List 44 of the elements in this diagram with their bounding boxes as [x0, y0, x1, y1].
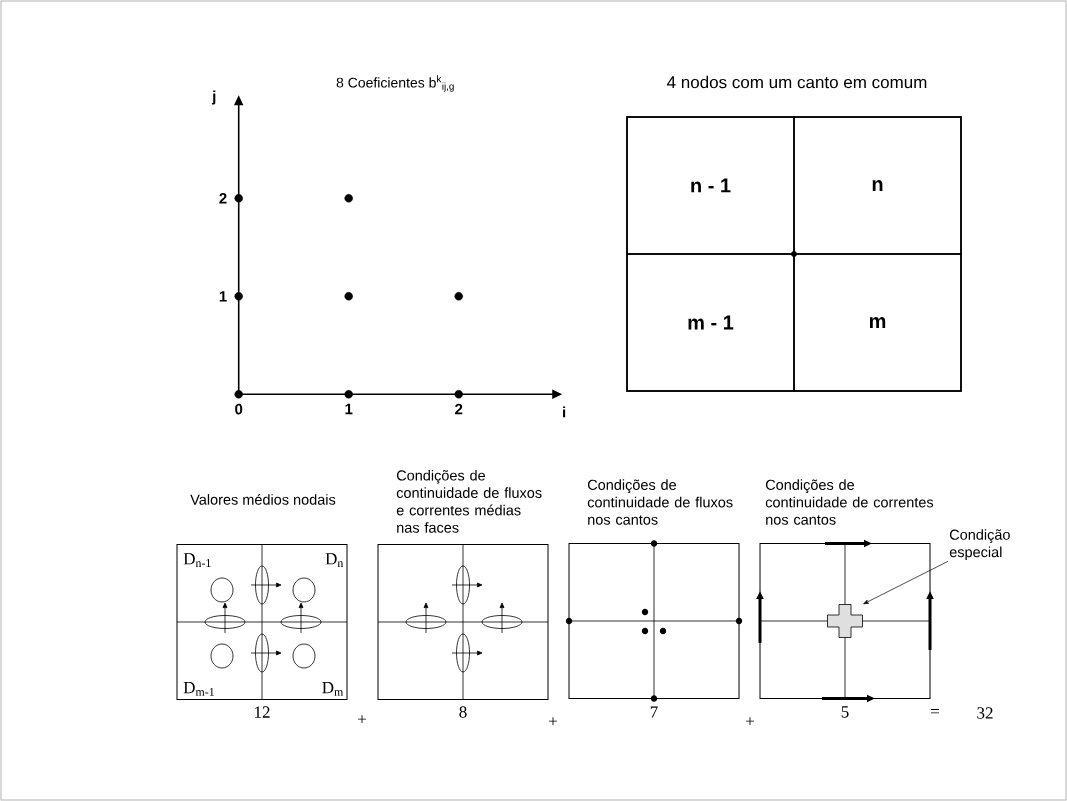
grid-panel — [377, 469, 549, 700]
x-tick-label: 0 — [235, 403, 243, 415]
point — [344, 194, 353, 203]
point — [454, 292, 463, 301]
region-label: D$_{n}$ — [325, 553, 344, 567]
x-tick-label: 2 — [455, 403, 463, 415]
grid-cell: n - 1 — [626, 116, 795, 255]
grid-cell: m - 1 — [626, 253, 795, 392]
region-label: D$_{n-1}$ — [183, 553, 211, 567]
panel-heading: Condições de continuidade de fluxos nos cantos — [587, 479, 733, 525]
grid-cell: n — [793, 116, 962, 255]
equation-sign: + — [746, 717, 754, 726]
callout-text: Condição especial — [949, 529, 1010, 561]
x-tick-label: 1 — [345, 403, 353, 415]
equation-sign: + — [358, 715, 366, 724]
count-number: 7 — [650, 706, 658, 718]
chart-title: 8 Coeficientes b$^{k}$ij,g — [336, 75, 454, 92]
cross-symbol — [827, 604, 863, 638]
point — [234, 292, 243, 301]
point — [234, 390, 243, 399]
count-number: 8 — [459, 706, 467, 718]
scatter-chart: 0 1 2 1 2 i j 8 Coeficientes b$^{k}$ij,g — [211, 75, 566, 418]
y-axis-title: j — [211, 90, 216, 105]
equation-sign: = — [931, 709, 939, 714]
grid-panel — [176, 494, 348, 700]
x-axis-title: i — [563, 406, 566, 418]
equation-sign: + — [549, 717, 557, 726]
leader-line — [863, 560, 949, 605]
point — [234, 194, 243, 203]
node-label: 4 nodos com um canto em comum — [667, 75, 927, 89]
equation-sign: 32 — [977, 707, 993, 719]
region-label: D$_{m}$ — [322, 682, 344, 696]
count-number: 5 — [841, 706, 849, 718]
node-grid: 4 nodos com um canto em comum n - 1 n m - 1 m — [626, 75, 962, 392]
panel-heading: Condições de continuidade de correntes nos cantos — [765, 479, 934, 525]
panel-heading: Valores médios nodais — [190, 494, 336, 505]
panel-heading: Condições de continuidade de fluxos e correntes médias nas faces — [396, 469, 542, 533]
point — [344, 390, 353, 399]
count-number: 12 — [255, 706, 270, 718]
grid-cell: m — [793, 253, 962, 392]
point — [344, 292, 353, 301]
grid-panel — [565, 479, 743, 702]
point — [454, 390, 463, 399]
region-label: D$_{m-1}$ — [183, 682, 214, 696]
